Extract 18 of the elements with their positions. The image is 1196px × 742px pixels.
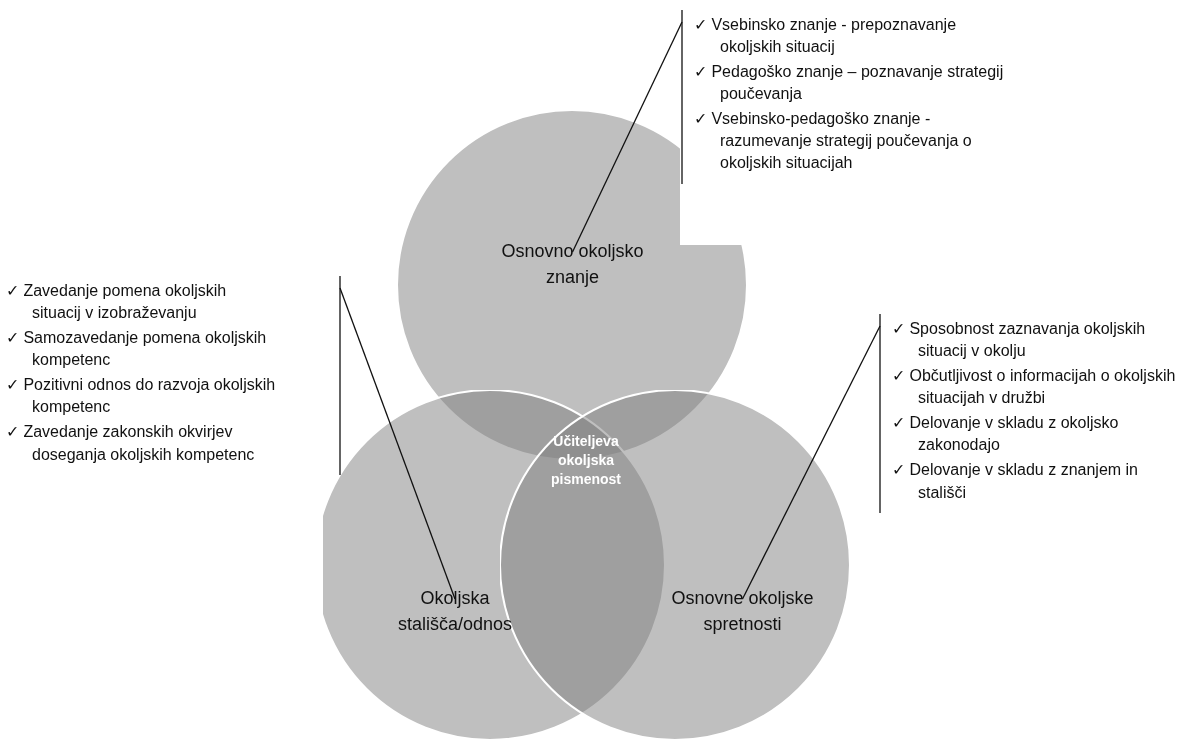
checklist-item: ✓ Samozavedanje pomena okoljskih kompetenc	[6, 328, 268, 371]
checklist-item: ✓ Delovanje v skladu z znanjem in stališči	[892, 460, 1139, 503]
checklist-item: ✓ Pozitivni odnos do razvoja okoljskih kompetenc	[6, 375, 277, 418]
checklist-item: ✓ Delovanje v skladu z okoljsko zakonodajo	[892, 413, 1120, 456]
circle-label: Osnovno okoljsko znanje	[500, 240, 645, 290]
checklist-item: ✓ Vsebinsko-pedagoško znanje - razumevanje strategij poučevanja o okoljskih situacijah	[694, 109, 973, 174]
checklist-item: ✓ Občutljivost o informacijah o okoljskih situacijah v družbi	[892, 366, 1177, 409]
checklist-item: ✓ Sposobnost zaznavanja okoljskih situacij v okolju	[892, 319, 1147, 362]
checklist-item: ✓ Zavedanje zakonskih okvirjev doseganja okoljskih kompetenc	[6, 422, 256, 465]
leader-line	[741, 325, 881, 600]
circle-label: Osnovne okoljske spretnosti	[670, 587, 815, 637]
checklist-item: ✓ Zavedanje pomena okoljskih situacij v izobraževanju	[6, 281, 228, 324]
checklist-item: ✓ Vsebinsko znanje - prepoznavanje okoljskih situacij	[694, 15, 958, 58]
center-label: Učiteljeva okoljska pismenost	[540, 432, 632, 489]
leader-line	[571, 21, 683, 253]
checklist-item: ✓ Pedagoško znanje – poznavanje strategij poučevanja	[694, 62, 1005, 105]
leader-line	[339, 287, 456, 600]
circle-label: Okoljska stališča/odnos	[396, 587, 514, 637]
